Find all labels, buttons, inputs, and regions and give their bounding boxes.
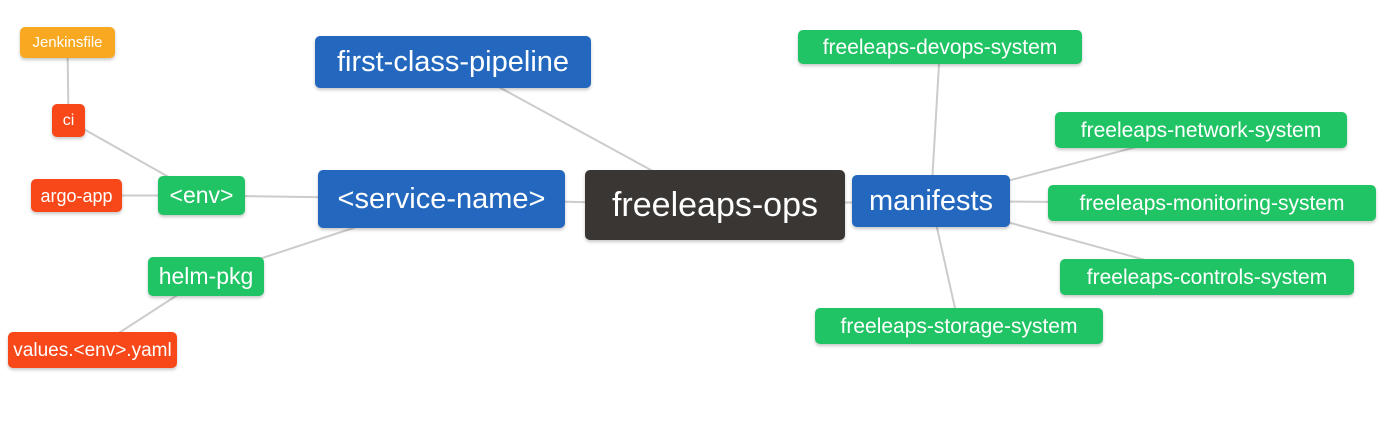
node-freeleaps-ops[interactable]: freeleaps-ops [585,170,845,240]
node-helm-pkg[interactable]: helm-pkg [148,257,264,296]
node-values-env-yaml[interactable]: values.<env>.yaml [8,332,177,368]
node-jenkinsfile[interactable]: Jenkinsfile [20,27,115,58]
node-freeleaps-monitoring-system[interactable]: freeleaps-monitoring-system [1048,185,1376,221]
node-freeleaps-devops-system[interactable]: freeleaps-devops-system [798,30,1082,64]
node-first-class-pipeline[interactable]: first-class-pipeline [315,36,591,88]
node-freeleaps-controls-system[interactable]: freeleaps-controls-system [1060,259,1354,295]
node-env[interactable]: <env> [158,176,245,215]
node-ci[interactable]: ci [52,104,85,137]
node-service-name[interactable]: <service-name> [318,170,565,228]
node-freeleaps-storage-system[interactable]: freeleaps-storage-system [815,308,1103,344]
node-argo-app[interactable]: argo-app [31,179,122,212]
node-manifests[interactable]: manifests [852,175,1010,227]
node-freeleaps-network-system[interactable]: freeleaps-network-system [1055,112,1347,148]
